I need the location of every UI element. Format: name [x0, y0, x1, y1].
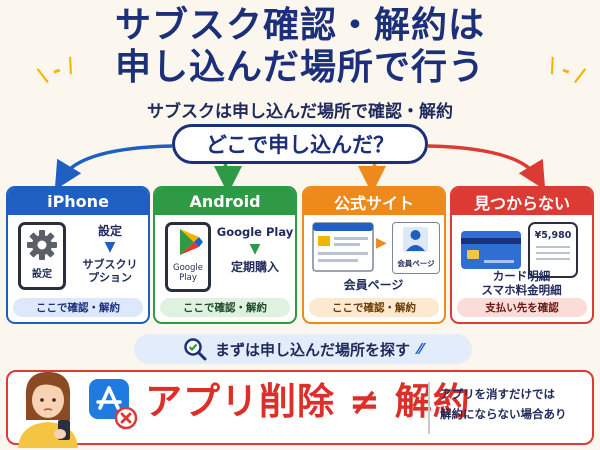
search-banner: まずは申し込んだ場所を探す ⁄⁄ — [134, 334, 472, 364]
arrow-down-icon: ▼ — [104, 239, 116, 255]
not-found-line1: カード明細 — [492, 269, 551, 283]
arrow-to-unknown — [427, 144, 546, 190]
arrow-to-iphone — [54, 144, 173, 190]
bill-phone-icon: ¥5,980 — [528, 222, 578, 278]
iphone-footer: ここで確認・解約 — [13, 298, 143, 317]
gear-icon — [27, 230, 57, 260]
user-avatar-icon — [403, 227, 428, 252]
page-subtitle: サブスクは申し込んだ場所で確認・解約 — [147, 102, 453, 122]
iphone-screen-label: 設定 — [32, 269, 52, 280]
member-card: 会員ページ — [392, 222, 440, 274]
magnifier-check-icon — [184, 338, 207, 361]
iphone-phone-icon: 設定 — [18, 222, 66, 290]
thinking-woman-icon — [18, 372, 78, 448]
member-card-label: 会員ページ — [397, 259, 435, 268]
arrow-right-icon: ▶ — [376, 235, 387, 251]
official-site-footer: ここで確認・解約 — [309, 298, 439, 317]
android-screen-label: Google Play — [168, 263, 208, 283]
browser-window-icon — [312, 222, 374, 272]
credit-card-icon — [461, 231, 521, 269]
card-official-site-title: 公式サイト — [304, 188, 444, 215]
card-android-title: Android — [155, 188, 295, 215]
card-not-found-title: 見つからない — [452, 188, 592, 215]
card-iphone: iPhone 設定 設定 ▼ サブスクリ プション ここで確認・解約 — [6, 186, 150, 324]
warning-note-line1: アプリを消すだけでは — [440, 387, 555, 401]
iphone-step-2: サブスクリ プション — [70, 258, 148, 285]
official-site-caption: 会員ページ — [343, 278, 404, 292]
iphone-step-2-line1: サブスクリ — [82, 258, 138, 271]
warning-text: アプリ削除 ≠ 解約 — [145, 380, 471, 423]
arrow-to-web — [358, 163, 387, 190]
card-not-found: 見つからない ¥5,980 カード明細 スマホ料金明細 支払い先を確認 — [450, 186, 594, 324]
android-screen-label-line2: Play — [179, 273, 197, 284]
bill-line — [536, 252, 570, 255]
question-pill: どこで申し込んだ？ — [172, 124, 428, 164]
iphone-step-2-line2: プション — [88, 271, 132, 285]
google-play-icon — [180, 229, 203, 255]
page-title-line1: サブスク確認・解約は — [114, 5, 485, 46]
bill-line — [536, 246, 570, 249]
bill-amount: ¥5,980 — [534, 230, 572, 241]
android-footer: ここで確認・解約 — [160, 298, 290, 317]
not-found-line2: スマホ料金明細 — [481, 283, 562, 297]
android-screen-label-line1: Google — [173, 263, 203, 273]
card-official-site: 公式サイト ▶ 会員ページ 会員ページ ここで確認・解約 — [302, 186, 446, 324]
app-store-delete-icon — [89, 379, 138, 430]
card-android: Android Google Play Google Play ▼ 定期購入 こ… — [153, 186, 297, 324]
android-step-1: Google Play — [216, 225, 294, 239]
divider — [428, 382, 430, 434]
search-banner-text: まずは申し込んだ場所を探す — [214, 340, 410, 359]
arrow-to-android — [213, 163, 242, 190]
branch-arrows — [54, 144, 546, 190]
card-iphone-title: iPhone — [8, 188, 148, 215]
not-found-footer: 支払い先を確認 — [457, 298, 587, 317]
iphone-step-1: 設定 — [97, 224, 122, 238]
bill-line — [536, 258, 570, 261]
android-phone-icon: Google Play — [165, 222, 211, 292]
sparkle-icon: ⁄⁄ — [418, 340, 424, 358]
page-title-line2: 申し込んだ場所で行う — [114, 47, 485, 88]
arrow-down-icon: ▼ — [249, 241, 261, 257]
android-step-2: 定期購入 — [230, 260, 279, 274]
warning-note-line2: 解約にならない場合あり — [440, 407, 567, 421]
